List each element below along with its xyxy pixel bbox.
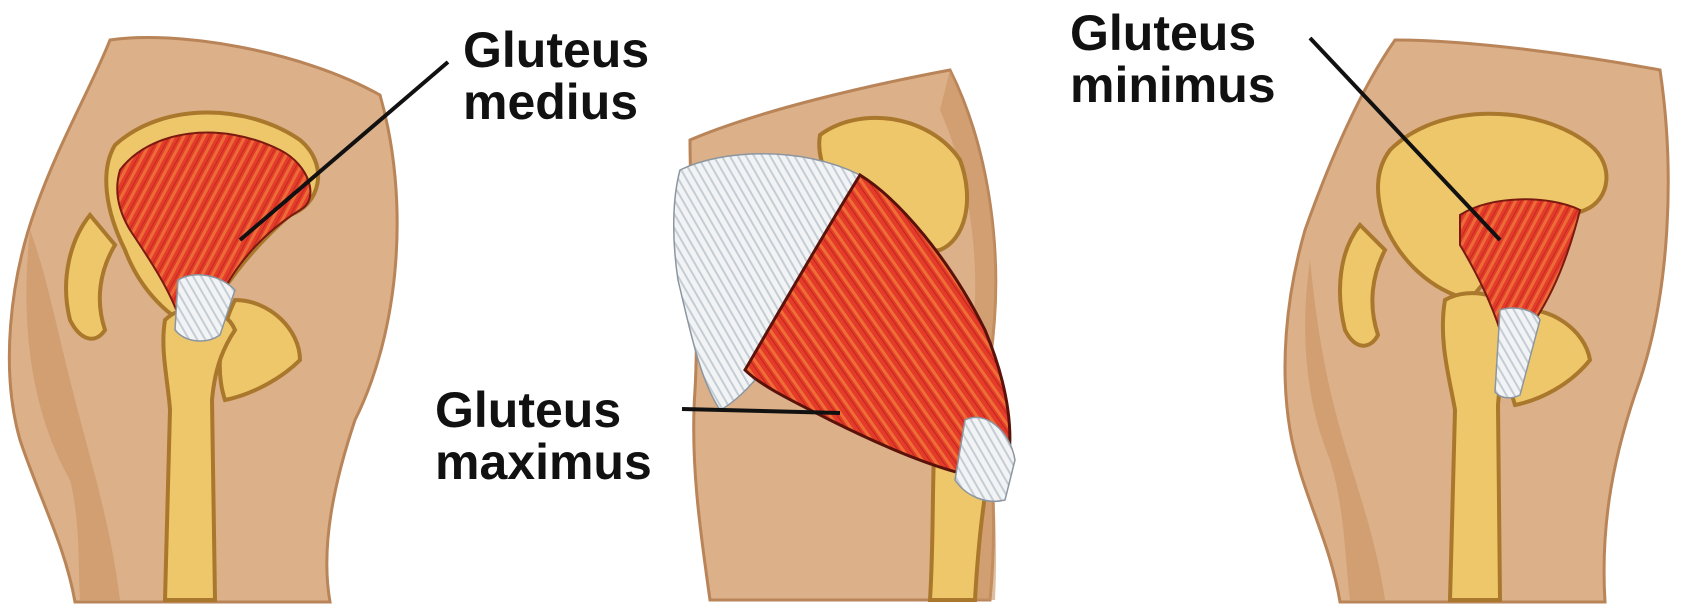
label-gluteus-minimus: Gluteus minimus — [1070, 7, 1276, 111]
panel-gluteus-maximus — [674, 70, 1015, 600]
label-gluteus-minimus-line1: Gluteus — [1070, 7, 1276, 59]
label-gluteus-medius-line2: medius — [463, 76, 649, 128]
panel-gluteus-minimus — [1285, 40, 1668, 602]
label-gluteus-medius-line1: Gluteus — [463, 24, 649, 76]
label-gluteus-minimus-line2: minimus — [1070, 59, 1276, 111]
label-gluteus-medius: Gluteus medius — [463, 24, 649, 128]
label-gluteus-maximus: Gluteus maximus — [435, 384, 652, 488]
label-gluteus-maximus-line1: Gluteus — [435, 384, 652, 436]
label-gluteus-maximus-line2: maximus — [435, 436, 652, 488]
panel-gluteus-medius — [9, 37, 397, 602]
